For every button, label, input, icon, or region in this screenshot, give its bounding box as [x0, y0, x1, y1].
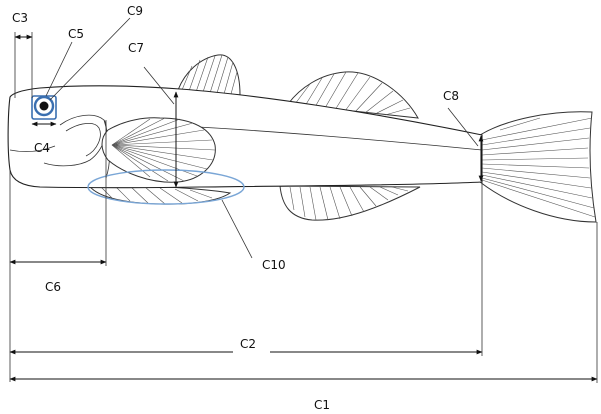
label-c8: C8 [443, 89, 459, 103]
label-c4: C4 [34, 141, 50, 155]
c5-leader [45, 41, 73, 97]
c7-leader [143, 66, 175, 105]
label-c10: C10 [262, 258, 286, 272]
c10-ellipse [87, 169, 245, 205]
gill-cover-inner [65, 123, 101, 157]
c9-leader [49, 17, 131, 101]
lateral-line [179, 125, 483, 151]
label-c1: C1 [314, 398, 330, 412]
label-c3: C3 [12, 11, 28, 25]
caudal-fin [479, 111, 597, 223]
c8-leader [447, 107, 479, 147]
label-c9: C9 [127, 4, 143, 18]
pectoral-fin [101, 117, 216, 183]
mouth-line [9, 145, 56, 153]
label-c2: C2 [240, 337, 256, 351]
first-dorsal-fin [177, 54, 241, 96]
fish-body-outline [7, 85, 483, 189]
eye-pupil [39, 101, 49, 111]
label-c6: C6 [45, 280, 61, 294]
label-c7: C7 [128, 41, 144, 55]
label-c5: C5 [68, 27, 84, 41]
eye [31, 95, 57, 120]
anal-fin [279, 185, 421, 221]
c10-leader [221, 199, 253, 259]
